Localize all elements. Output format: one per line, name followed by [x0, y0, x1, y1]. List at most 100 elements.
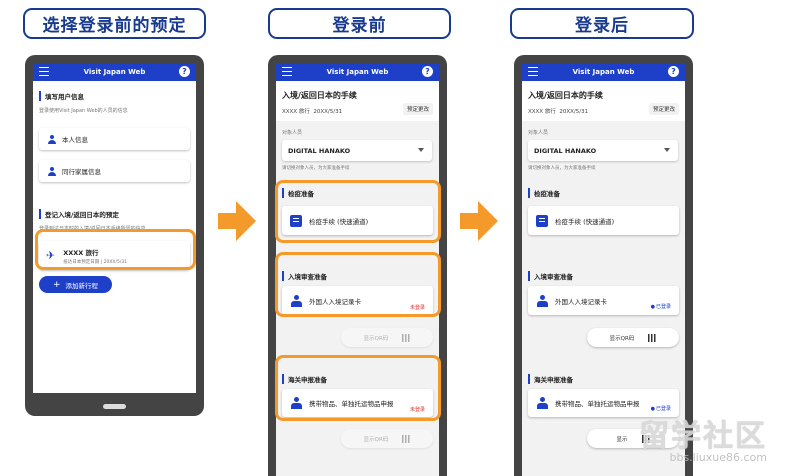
family-info-button[interactable]: 同行家属信息	[39, 160, 190, 182]
qr-icon	[402, 434, 411, 443]
airplane-icon: ✈	[46, 249, 56, 262]
quarantine-heading: 检疫准备	[528, 188, 560, 198]
immigration-status: 未登录	[409, 305, 425, 311]
highlight-trip	[35, 229, 196, 270]
immigration-heading: 入境审查准备	[528, 271, 573, 281]
show-qr-label: 显示QR码	[609, 335, 635, 342]
change-plan-button[interactable]: 预定更改	[402, 103, 433, 115]
highlight-customs	[275, 355, 441, 421]
show-qr-button[interactable]: 显示QR码	[587, 328, 679, 347]
watermark-text: 留学社区	[639, 419, 767, 454]
customs-label: 携带物品、单独托运物品申报	[309, 400, 394, 408]
target-hint: 请切换对象人员，为大家准备手续	[282, 166, 350, 171]
phone-screen-2: Visit Japan Web ? 入境/返回日本的手续 XXXX 旅行 20X…	[276, 63, 439, 476]
menu-icon[interactable]	[39, 67, 49, 76]
user-section-desc: 登录使用Visit Japan Web的人员的信息	[39, 108, 128, 114]
qr-icon	[641, 434, 650, 443]
target-person-select[interactable]: DIGITAL HANAKO	[282, 140, 432, 161]
immigration-button[interactable]: 外国人入境记录卡 已登录	[528, 286, 679, 315]
customs-heading: 海关申报准备	[282, 374, 327, 384]
trip-date: 20XX/5/31	[559, 109, 589, 115]
customs-button[interactable]: 携带物品、单独托运物品申报 已登录	[528, 389, 679, 417]
highlight-immigration	[275, 252, 441, 317]
form-icon	[536, 214, 548, 227]
panel-title-before: 登录前	[268, 8, 451, 39]
trip-name: XXXX 旅行	[282, 109, 310, 115]
home-bar	[103, 404, 126, 409]
target-person-select[interactable]: DIGITAL HANAKO	[528, 140, 678, 161]
phone-screen-3: Visit Japan Web ? 入境/返回日本的手续 XXXX 旅行 20X…	[522, 63, 685, 476]
show-qr-button[interactable]: 显示QR码	[341, 328, 433, 347]
show-qr-button-2[interactable]: 显示	[587, 429, 679, 448]
procedure-header: 入境/返回日本的手续 XXXX 旅行 20XX/5/31 预定更改	[276, 81, 439, 121]
app-title: Visit Japan Web	[83, 68, 146, 76]
trip-date: 20XX/5/31	[313, 109, 343, 115]
immigration-button[interactable]: 外国人入境记录卡 未登录	[282, 286, 433, 315]
quarantine-label: 检疫手续 (快速通道)	[309, 217, 369, 226]
family-icon	[47, 166, 56, 176]
customs-button[interactable]: 携带物品、单独托运物品申报 未登录	[282, 389, 433, 417]
self-info-button[interactable]: 本人信息	[39, 128, 190, 150]
panel-title-after: 登录后	[510, 8, 694, 39]
add-trip-label: 添加新行程	[65, 281, 99, 290]
officer-icon	[536, 397, 548, 409]
immigration-label: 外国人入境记录卡	[309, 297, 361, 306]
customs-label: 携带物品、单独托运物品申报	[555, 400, 640, 408]
panel-title-select: 选择登录前的预定	[23, 8, 206, 39]
menu-icon[interactable]	[528, 67, 538, 76]
help-icon[interactable]: ?	[422, 66, 433, 77]
app-title: Visit Japan Web	[572, 68, 635, 76]
show-qr-label-2: 显示QR码	[363, 436, 389, 443]
qr-icon	[402, 333, 411, 342]
user-section-heading: 填写用户信息	[39, 91, 196, 101]
phone-frame-3: Visit Japan Web ? 入境/返回日本的手续 XXXX 旅行 20X…	[514, 55, 693, 476]
trip-date-label: 抵达日本预定日期	[63, 259, 100, 265]
officer-icon	[290, 294, 302, 307]
customs-status: 未登录	[409, 407, 425, 413]
highlight-quarantine	[275, 180, 441, 243]
trip-card-text: XXXX 旅行 抵达日本预定日期 | 20XX/5/31	[63, 248, 128, 265]
quarantine-label: 检疫手续 (快速通道)	[555, 217, 615, 226]
app-title: Visit Japan Web	[326, 68, 389, 76]
add-trip-button[interactable]: + 添加新行程	[39, 276, 112, 293]
phone-screen-1: Visit Japan Web ? 填写用户信息 登录使用Visit Japan…	[33, 63, 196, 393]
quarantine-button[interactable]: 检疫手续 (快速通道)	[528, 206, 679, 235]
procedure-header: 入境/返回日本的手续 XXXX 旅行 20XX/5/31 预定更改	[522, 81, 685, 121]
target-label: 对象人员	[282, 130, 303, 136]
target-label: 对象人员	[528, 130, 549, 136]
show-qr-button-2[interactable]: 显示QR码	[341, 429, 433, 448]
immigration-label: 外国人入境记录卡	[555, 297, 607, 306]
change-plan-button[interactable]: 预定更改	[648, 103, 679, 115]
customs-status: 已登录	[651, 405, 671, 412]
trip-date: 20XX/5/31	[103, 259, 128, 265]
app-bar: Visit Japan Web ?	[276, 63, 439, 81]
app-bar: Visit Japan Web ?	[522, 63, 685, 81]
target-hint: 请切换对象人员，为大家准备手续	[528, 166, 596, 171]
self-info-label: 本人信息	[62, 136, 88, 144]
trip-section-heading: 登记入境/返回日本的预定	[39, 209, 196, 219]
menu-icon[interactable]	[282, 67, 292, 76]
show-qr-label-2: 显示	[616, 436, 628, 443]
person-icon	[47, 134, 56, 144]
help-icon[interactable]: ?	[668, 66, 679, 77]
plus-icon: +	[52, 279, 61, 290]
form-icon	[290, 214, 302, 227]
family-info-label: 同行家属信息	[62, 168, 101, 176]
trip-card[interactable]: ✈ XXXX 旅行 抵达日本预定日期 | 20XX/5/31	[39, 241, 190, 270]
screen-title: 入境/返回日本的手续	[282, 91, 357, 100]
next-arrow-icon	[460, 201, 498, 241]
watermark: 留学社区 bbs.liuxue86.com	[639, 411, 767, 464]
qr-icon	[648, 333, 657, 342]
trip-name: XXXX 旅行	[528, 109, 556, 115]
trip-name: XXXX 旅行	[63, 248, 99, 257]
officer-icon	[536, 294, 548, 307]
screen-title: 入境/返回日本的手续	[528, 91, 603, 100]
quarantine-heading: 检疫准备	[282, 188, 314, 198]
watermark-url: bbs.liuxue86.com	[669, 451, 767, 464]
help-icon[interactable]: ?	[179, 66, 190, 77]
immigration-heading: 入境审查准备	[282, 271, 327, 281]
quarantine-button[interactable]: 检疫手续 (快速通道)	[282, 206, 433, 235]
immigration-status: 已登录	[651, 303, 671, 310]
app-bar: Visit Japan Web ?	[33, 63, 196, 81]
